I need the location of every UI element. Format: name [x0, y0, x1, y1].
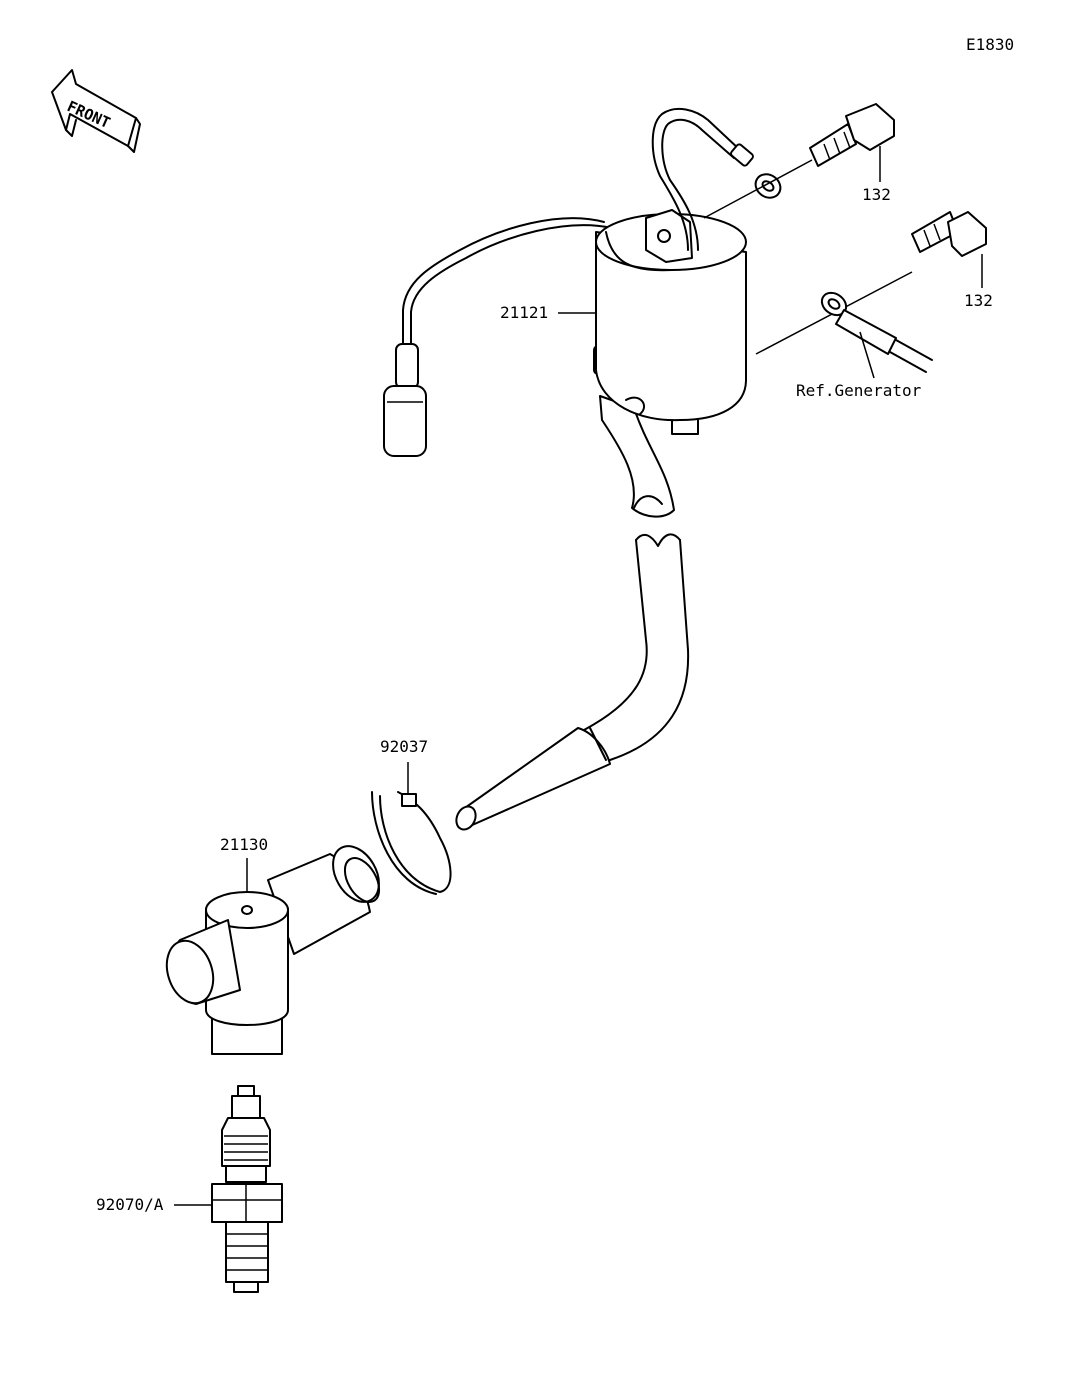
label-92037: 92037	[380, 737, 428, 756]
high-tension-cable[interactable]	[453, 533, 690, 832]
generator-lead[interactable]	[818, 288, 933, 373]
label-21121: 21121	[500, 303, 548, 322]
label-132-upper: 132	[862, 185, 891, 204]
leader-ref-generator	[859, 331, 875, 379]
label-21130: 21130	[220, 835, 268, 854]
bolt-lower[interactable]	[755, 211, 987, 355]
label-92070-a: 92070/A	[96, 1195, 164, 1214]
label-ref-generator: Ref.Generator	[796, 381, 922, 400]
clamp[interactable]	[371, 791, 452, 895]
spark-plug[interactable]	[211, 1085, 283, 1293]
bolt-upper[interactable]	[703, 103, 895, 219]
front-arrow-icon: FRONT	[51, 69, 141, 153]
diagram-code: E1830	[966, 35, 1014, 54]
label-132-lower: 132	[964, 291, 993, 310]
ignition-coil[interactable]	[383, 107, 785, 518]
plug-cap[interactable]	[159, 838, 388, 1055]
